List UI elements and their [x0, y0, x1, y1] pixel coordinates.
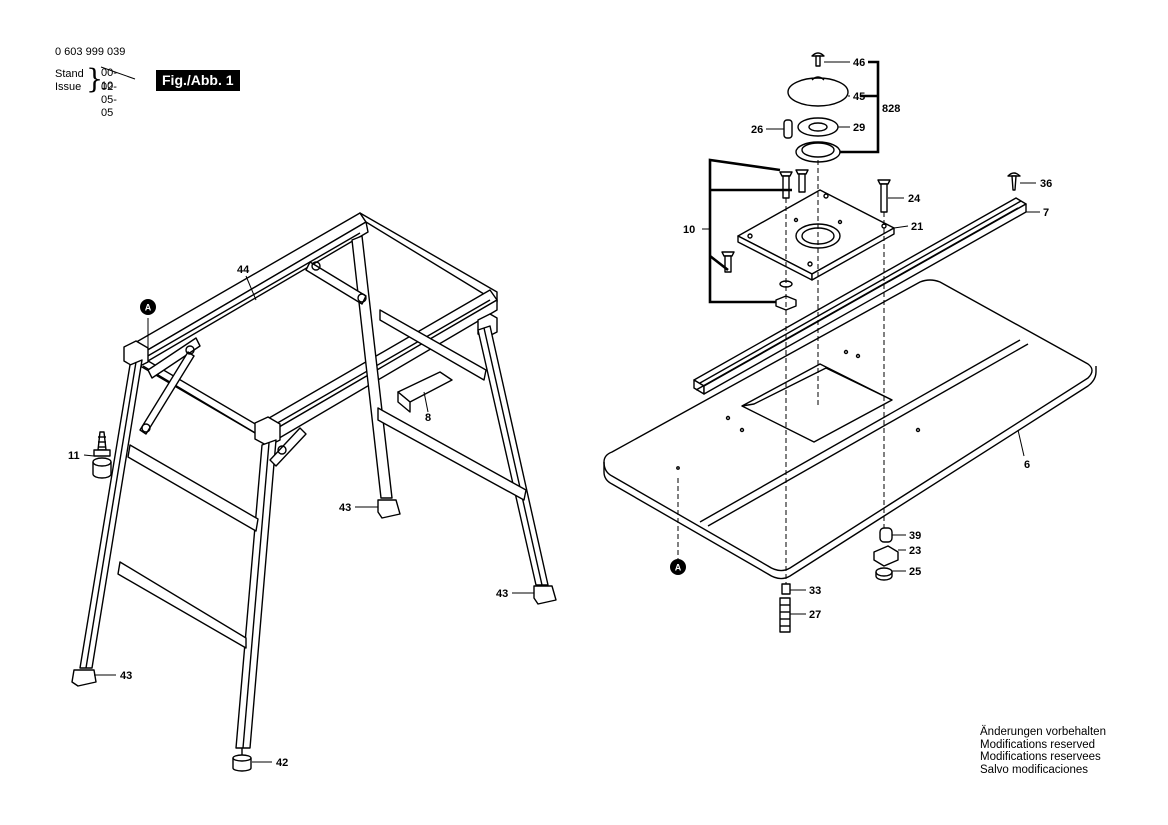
part-label: 25 [909, 566, 921, 578]
part-label: 29 [853, 122, 865, 134]
leader-lines [83, 61, 1040, 763]
stand-frame [71, 212, 557, 772]
document-number: 0 603 999 039 [55, 46, 126, 58]
reference-marker-a-left: A [140, 299, 156, 315]
part-label: 39 [909, 530, 921, 542]
part-label: 23 [909, 545, 921, 557]
part-label: 42 [276, 757, 288, 769]
part-label: 6 [1024, 459, 1030, 471]
part-label: 11 [68, 450, 80, 462]
alignment-lines [677, 160, 885, 584]
part-label: 26 [751, 124, 763, 136]
part-label: 27 [809, 609, 821, 621]
part-label: 10 [683, 224, 695, 236]
part-label: 7 [1043, 207, 1049, 219]
note-en: Modifications reserved [980, 738, 1096, 751]
part-label: 8 [425, 412, 431, 424]
strikethrough-mark [100, 66, 136, 80]
figure-label: Fig./Abb. 1 [156, 70, 240, 91]
part-label: 43 [339, 502, 351, 514]
stand-date: 00-10 [101, 67, 117, 92]
part-labels: 44 8 11 43 43 43 42 46 45 828 26 29 10 2… [68, 57, 1052, 769]
stand-label: Stand [55, 68, 84, 80]
note-fr: Modifications reservees [980, 751, 1101, 763]
assembly-brackets [708, 60, 880, 304]
note-de: Änderungen vorbehalten [980, 726, 1106, 738]
part-label: 33 [809, 585, 821, 597]
part-label: 43 [120, 670, 132, 682]
part-label: 24 [908, 193, 921, 205]
router-table [603, 52, 1097, 633]
part-label: 45 [853, 91, 865, 103]
brace-icon: } [86, 64, 104, 95]
issue-label: Issue [55, 81, 82, 93]
svg-text:A: A [145, 303, 152, 313]
note-es: Salvo modificaciones [980, 763, 1089, 776]
part-label: 43 [496, 588, 508, 600]
reference-marker-a-right: A [670, 559, 686, 575]
part-label: 21 [911, 221, 923, 233]
part-label: 46 [853, 57, 865, 69]
issue-date: 02-05-05 [101, 81, 117, 119]
part-label: 36 [1040, 178, 1052, 190]
svg-text:A: A [675, 563, 682, 573]
part-label: 44 [237, 264, 250, 276]
modification-notes: Änderungen vorbehalten Modifications res… [980, 726, 1106, 776]
part-label: 828 [882, 103, 900, 115]
